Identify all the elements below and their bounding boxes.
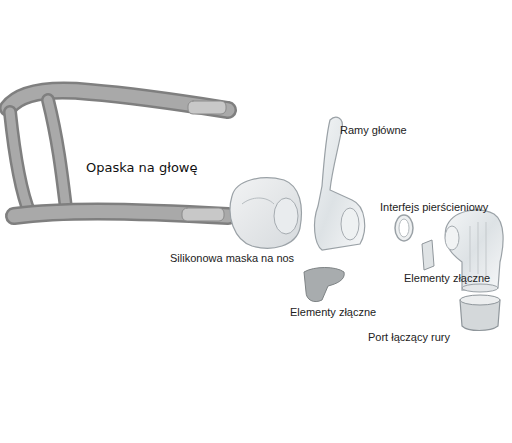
nasal-cushion bbox=[230, 178, 301, 249]
part-label: Silikonowa maska na nos bbox=[170, 252, 294, 265]
part-label: Elementy złączne bbox=[290, 306, 376, 319]
clip-grey bbox=[304, 268, 344, 302]
part-label: Interfejs pierścieniowy bbox=[380, 201, 488, 214]
part-label: Ramy główne bbox=[340, 124, 407, 137]
ring-interface bbox=[395, 215, 413, 241]
clip-small bbox=[422, 240, 434, 270]
headgear bbox=[8, 91, 228, 221]
tube-port bbox=[460, 295, 500, 331]
main-frame bbox=[315, 117, 365, 250]
part-label: Elementy złączne bbox=[404, 272, 490, 285]
part-label: Opaska na głowę bbox=[86, 160, 198, 176]
part-label: Port łączący rury bbox=[368, 331, 450, 344]
